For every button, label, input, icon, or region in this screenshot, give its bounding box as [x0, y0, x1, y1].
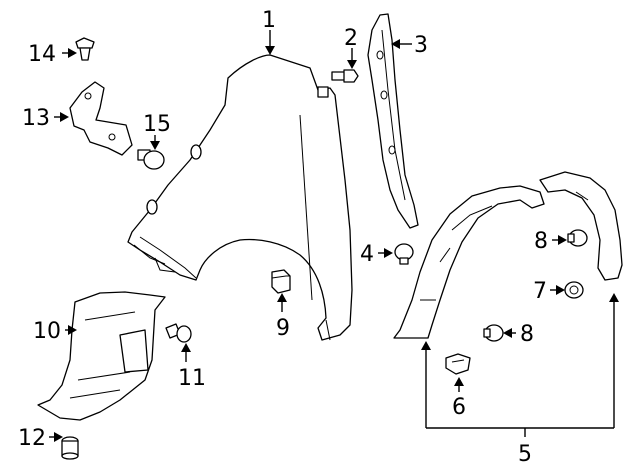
fender-part	[127, 54, 353, 341]
callout-1: 1	[262, 8, 276, 33]
callout-labels: 1 2 3 14 13 15 9 10 11 12 4 8 7 8 6 5	[18, 8, 548, 467]
fastener-part-8-lower	[483, 324, 504, 342]
callout-7: 7	[533, 279, 547, 304]
callout-10: 10	[33, 319, 61, 344]
nut-part-9	[271, 269, 291, 294]
fender-liner-part-5	[393, 171, 623, 339]
callout-5: 5	[518, 442, 532, 467]
callout-8-upper: 8	[534, 229, 548, 254]
callout-4: 4	[360, 242, 374, 267]
callout-9: 9	[276, 316, 290, 341]
callout-11: 11	[178, 366, 206, 391]
clip-part-14	[75, 37, 95, 61]
callout-15: 15	[143, 112, 171, 137]
retainer-part-6	[445, 353, 471, 375]
fender-seal-part	[367, 13, 419, 229]
bolt-part-2	[331, 69, 359, 83]
fastener-part-4	[394, 243, 414, 265]
bracket-part-13	[69, 81, 133, 156]
callout-6: 6	[452, 395, 466, 420]
fastener-part-7	[564, 281, 584, 299]
callout-3: 3	[414, 33, 428, 58]
plug-part-15	[137, 149, 165, 170]
callout-8-lower: 8	[520, 322, 534, 347]
callout-2: 2	[344, 26, 358, 51]
fastener-part-8-upper	[567, 229, 588, 247]
leader-lines	[49, 30, 619, 442]
callout-13: 13	[22, 106, 50, 131]
push-pin-part-11	[165, 323, 192, 343]
callout-14: 14	[28, 42, 56, 67]
screw-part-12	[61, 436, 79, 460]
splash-shield-part-10	[37, 291, 166, 421]
callout-12: 12	[18, 426, 46, 451]
